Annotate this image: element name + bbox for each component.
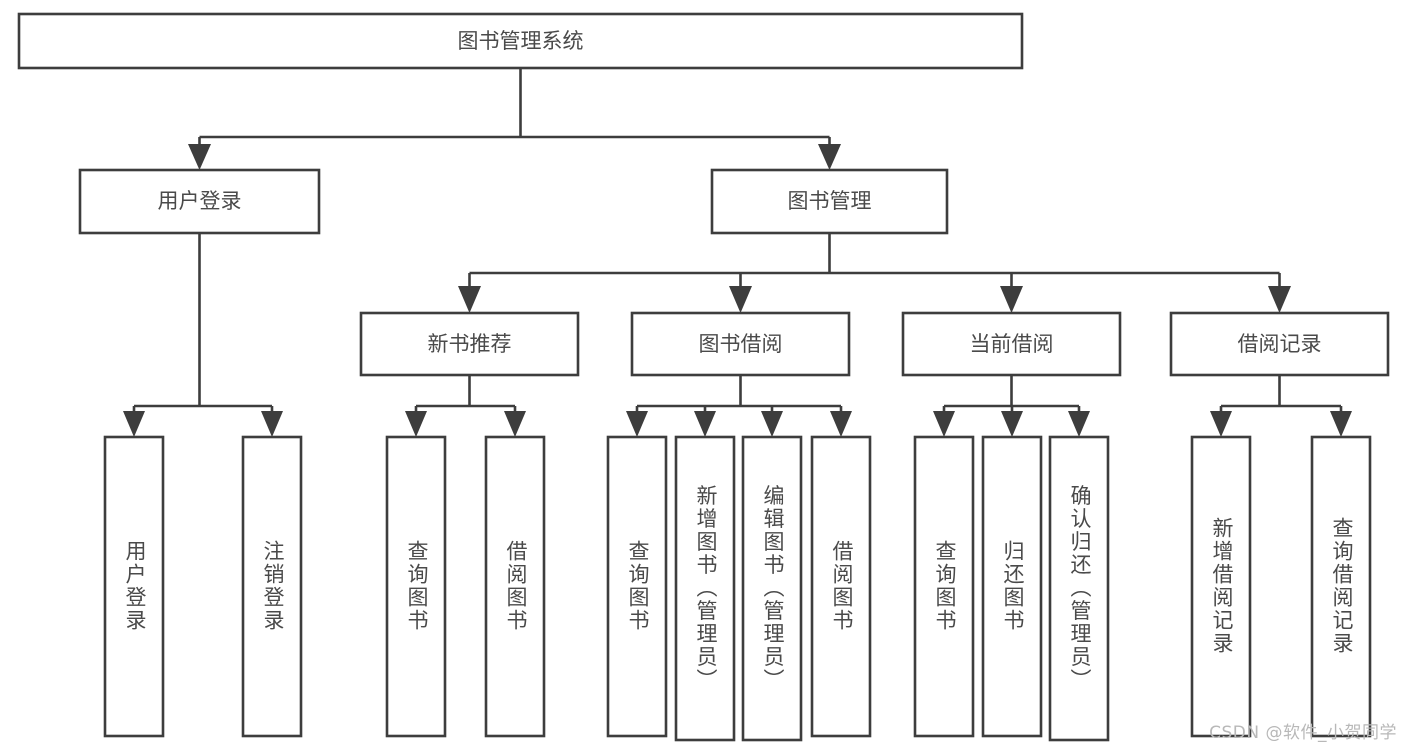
node-leaf-query-book-recommend-box[interactable] (385, 435, 447, 738)
connector-group-new-book-recommend (405, 375, 526, 437)
node-leaf-borrow-book-recommend[interactable]: 借阅图书 (484, 435, 546, 738)
node-leaf-edit-book-admin-label: 编辑图书（管理员） (761, 485, 785, 692)
node-leaf-add-book-admin[interactable]: 新增图书（管理员） (674, 435, 736, 742)
node-leaf-query-borrow-record-box[interactable] (1310, 435, 1372, 738)
arrowhead-leaf-return-book (1001, 411, 1023, 437)
arrowhead-leaf-add-book-admin (694, 411, 716, 437)
node-leaf-borrow-book-box[interactable] (810, 435, 872, 738)
node-book-borrow-box[interactable] (630, 311, 851, 377)
arrowhead-leaf-query-borrow-record (1330, 411, 1352, 437)
node-leaf-confirm-return-admin-box[interactable] (1048, 435, 1110, 742)
node-book-management[interactable]: 图书管理 (710, 168, 949, 235)
node-leaf-query-borrow-record-label: 查询借阅记录 (1330, 517, 1354, 655)
node-leaf-user-login[interactable]: 用户登录 (103, 435, 165, 738)
node-current-borrow[interactable]: 当前借阅 (901, 311, 1122, 377)
node-leaf-add-borrow-record-label: 新增借阅记录 (1210, 517, 1234, 655)
node-leaf-query-book-borrow[interactable]: 查询图书 (606, 435, 668, 738)
node-leaf-query-book-recommend[interactable]: 查询图书 (385, 435, 447, 738)
node-book-borrow[interactable]: 图书借阅 (630, 311, 851, 377)
arrowhead-leaf-user-logout (261, 411, 283, 437)
connector-group-borrow-record (1210, 375, 1352, 437)
node-book-management-box[interactable] (710, 168, 949, 235)
node-current-borrow-label: 当前借阅 (970, 332, 1054, 356)
arrowhead-leaf-add-borrow-record (1210, 411, 1232, 437)
arrowhead-borrow-record (1268, 286, 1291, 313)
node-user-login-label: 用户登录 (158, 189, 242, 213)
node-leaf-add-borrow-record-box[interactable] (1190, 435, 1252, 738)
node-leaf-user-login-label: 用户登录 (123, 540, 147, 632)
arrowhead-leaf-edit-book-admin (761, 411, 783, 437)
node-leaf-borrow-book[interactable]: 借阅图书 (810, 435, 872, 738)
node-new-book-recommend-box[interactable] (359, 311, 580, 377)
connector-group-current-borrow (933, 375, 1090, 437)
node-leaf-query-book-current-label: 查询图书 (933, 540, 957, 632)
node-user-login-box[interactable] (78, 168, 321, 235)
arrowhead-leaf-user-login (123, 411, 145, 437)
node-leaf-user-login-box[interactable] (103, 435, 165, 738)
node-leaf-query-book-current[interactable]: 查询图书 (913, 435, 975, 738)
arrowhead-leaf-borrow-book-recommend (504, 411, 526, 437)
node-borrow-record-label: 借阅记录 (1238, 332, 1322, 356)
node-user-login[interactable]: 用户登录 (78, 168, 321, 235)
connector-group-book-management (458, 233, 1291, 313)
node-leaf-confirm-return-admin-label: 确认归还（管理员） (1068, 485, 1092, 692)
node-leaf-edit-book-admin[interactable]: 编辑图书（管理员） (741, 435, 803, 742)
arrowhead-current-borrow (1000, 286, 1023, 313)
node-new-book-recommend[interactable]: 新书推荐 (359, 311, 580, 377)
connector-group-user-login (123, 233, 283, 437)
node-leaf-return-book-box[interactable] (981, 435, 1043, 738)
node-new-book-recommend-label: 新书推荐 (428, 332, 512, 356)
node-borrow-record-box[interactable] (1169, 311, 1390, 377)
node-root-box[interactable] (17, 12, 1024, 70)
node-leaf-query-book-recommend-label: 查询图书 (405, 540, 429, 632)
arrowhead-book-borrow (729, 286, 752, 313)
connector-group-book-borrow (626, 375, 852, 437)
node-leaf-user-logout[interactable]: 注销登录 (241, 435, 303, 738)
arrowhead-new-book-recommend (458, 286, 481, 313)
node-leaf-borrow-book-recommend-box[interactable] (484, 435, 546, 738)
node-leaf-add-book-admin-box[interactable] (674, 435, 736, 742)
arrowhead-book-management (818, 144, 841, 170)
node-leaf-edit-book-admin-box[interactable] (741, 435, 803, 742)
node-leaf-borrow-book-label: 借阅图书 (830, 540, 854, 632)
arrowhead-leaf-confirm-return-admin (1068, 411, 1090, 437)
node-leaf-borrow-book-recommend-label: 借阅图书 (504, 540, 528, 632)
node-leaf-query-book-borrow-box[interactable] (606, 435, 668, 738)
node-root[interactable]: 图书管理系统 (17, 12, 1024, 70)
node-leaf-return-book-label: 归还图书 (1001, 540, 1025, 632)
node-leaf-add-book-admin-label: 新增图书（管理员） (694, 485, 718, 692)
arrowhead-leaf-query-book-recommend (405, 411, 427, 437)
node-leaf-return-book[interactable]: 归还图书 (981, 435, 1043, 738)
node-leaf-query-borrow-record[interactable]: 查询借阅记录 (1310, 435, 1372, 738)
node-leaf-user-logout-label: 注销登录 (261, 540, 285, 632)
node-leaf-user-logout-box[interactable] (241, 435, 303, 738)
node-current-borrow-box[interactable] (901, 311, 1122, 377)
node-leaf-query-book-borrow-label: 查询图书 (626, 540, 650, 632)
arrowhead-leaf-borrow-book (830, 411, 852, 437)
node-book-borrow-label: 图书借阅 (699, 332, 783, 356)
connector-group-root (188, 68, 841, 170)
node-borrow-record[interactable]: 借阅记录 (1169, 311, 1390, 377)
node-leaf-confirm-return-admin[interactable]: 确认归还（管理员） (1048, 435, 1110, 742)
node-leaf-query-book-current-box[interactable] (913, 435, 975, 738)
node-leaf-add-borrow-record[interactable]: 新增借阅记录 (1190, 435, 1252, 738)
node-root-label: 图书管理系统 (458, 29, 584, 53)
arrowhead-leaf-query-book-borrow (626, 411, 648, 437)
arrowhead-user-login (188, 144, 211, 170)
node-book-management-label: 图书管理 (788, 189, 872, 213)
arrowhead-leaf-query-book-current (933, 411, 955, 437)
